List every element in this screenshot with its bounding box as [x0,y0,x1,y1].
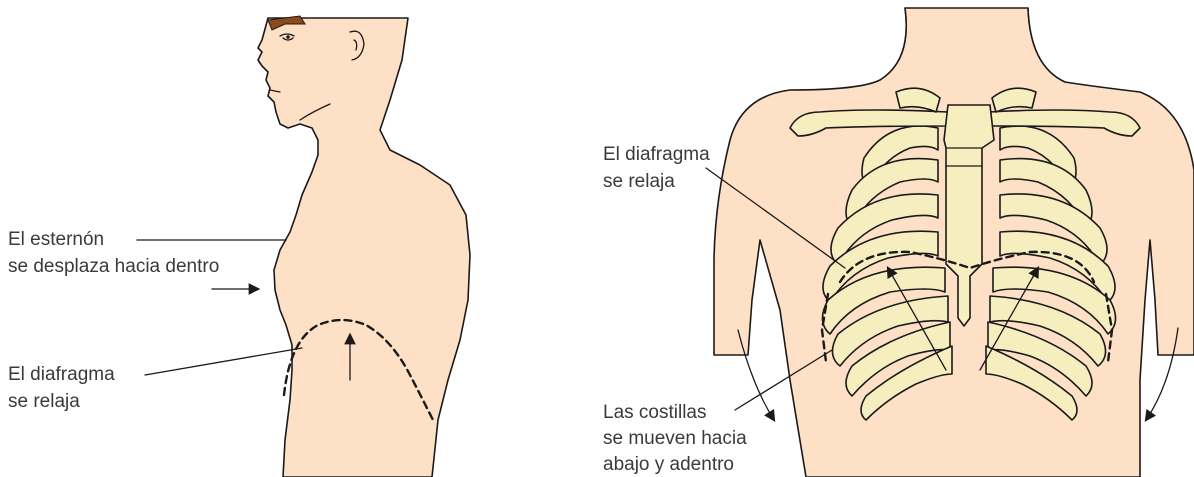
ribs-label-line2: se mueven hacia [603,427,747,451]
front-view-figure [714,8,1194,477]
side-view-figure [258,16,470,477]
ribs-label-line3: abajo y adentro [603,453,734,477]
ribs-label-line1: Las costillas [603,401,707,425]
front-diaphragm-label-line2: se relaja [603,170,675,194]
sternum-label-line1: El esternón [8,228,104,252]
side-diaphragm-leader-line [145,348,302,375]
side-diaphragm-label-line1: El diafragma [8,363,115,387]
side-body [258,18,470,477]
front-diaphragm-label-line1: El diafragma [603,143,710,167]
sternum-label-line2: se desplaza hacia dentro [8,255,219,279]
side-diaphragm-label-line2: se relaja [8,390,80,414]
